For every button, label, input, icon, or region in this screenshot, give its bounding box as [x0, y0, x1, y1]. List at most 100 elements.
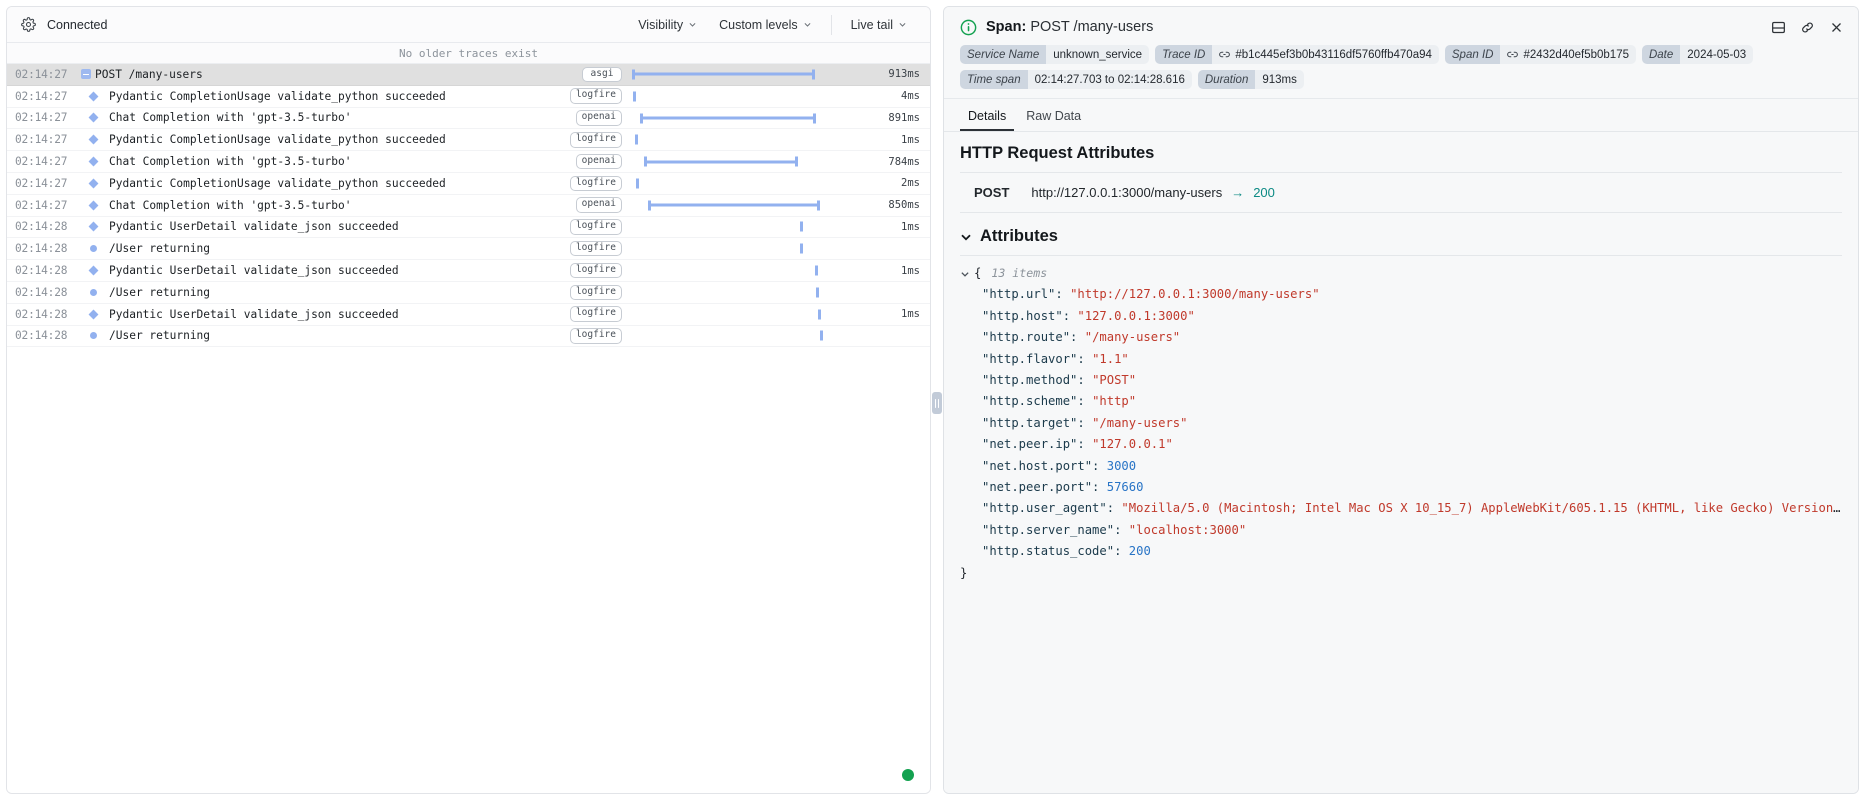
row-duration-label: 891ms — [888, 111, 920, 124]
row-source-badge[interactable]: logfire — [569, 306, 622, 322]
row-timestamp: 02:14:27 — [15, 133, 68, 147]
meta-chip-value[interactable]: #2432d40ef5b0b175 — [1500, 45, 1636, 64]
row-source-badge[interactable]: logfire — [569, 241, 622, 257]
row-duration-label: 784ms — [888, 155, 920, 168]
link-icon — [1219, 51, 1231, 58]
attributes-section-header[interactable]: Attributes — [960, 213, 1842, 255]
json-entry: "http.flavor": "1.1" — [960, 349, 1842, 370]
json-key: "http.scheme": — [982, 394, 1085, 409]
row-duration-label: 1ms — [901, 308, 920, 321]
json-value: 57660 — [1106, 480, 1144, 495]
row-duration-label: 1ms — [901, 133, 920, 146]
row-source-badge[interactable]: logfire — [569, 328, 622, 344]
close-icon[interactable] — [1829, 20, 1844, 35]
json-open-brace: { — [974, 266, 982, 280]
row-source-badge[interactable]: logfire — [569, 284, 622, 301]
chevron-down-icon — [689, 23, 696, 27]
row-timestamp: 02:14:27 — [15, 67, 68, 81]
json-key: "net.peer.port": — [982, 480, 1100, 495]
row-source-badge[interactable]: asgi — [582, 66, 622, 83]
json-value: "POST" — [1092, 373, 1137, 388]
attributes-divider — [960, 255, 1842, 256]
json-entry: "http.target": "/many-users" — [960, 413, 1842, 434]
meta-chip-value: unknown_service — [1046, 45, 1150, 64]
row-timestamp: 02:14:28 — [15, 307, 68, 321]
row-source-badge[interactable]: logfire — [569, 132, 622, 148]
row-source-badge[interactable]: openai — [575, 197, 622, 213]
json-value: "127.0.0.1" — [1092, 437, 1173, 452]
row-source-badge[interactable]: logfire — [569, 262, 622, 279]
detail-tabs[interactable]: Details Raw Data — [944, 99, 1858, 131]
panel-layout-icon[interactable] — [1771, 20, 1786, 35]
row-duration-label: 2ms — [901, 177, 920, 190]
gear-icon[interactable] — [21, 17, 36, 32]
json-root-open[interactable]: { 13 items — [960, 263, 1842, 284]
custom-levels-dropdown[interactable]: Custom levels — [708, 14, 823, 36]
meta-chip-key: Trace ID — [1155, 45, 1213, 64]
row-duration-label: 913ms — [888, 68, 920, 81]
json-value: "localhost:3000" — [1128, 522, 1247, 537]
no-older-traces-notice: No older traces exist — [7, 43, 930, 64]
json-entry: "net.peer.port": 57660 — [960, 477, 1842, 498]
collapse-toggle-icon[interactable] — [77, 69, 95, 80]
row-span-name: Chat Completion with 'gpt-3.5-turbo' — [109, 155, 352, 169]
attributes-title: Attributes — [980, 227, 1058, 245]
span-detail-header: Span: POST /many-users — [944, 7, 1858, 45]
row-duration-bar-track — [630, 216, 878, 237]
tab-details[interactable]: Details — [960, 106, 1015, 131]
json-key: "http.status_code": — [982, 544, 1122, 559]
row-duration-bar — [818, 309, 821, 320]
json-key: "http.method": — [982, 373, 1085, 388]
json-entries: "http.url": "http://127.0.0.1:3000/many-… — [960, 284, 1842, 562]
tab-raw-data[interactable]: Raw Data — [1026, 109, 1082, 123]
span-diamond-icon — [77, 265, 109, 276]
row-duration-bar — [820, 330, 823, 341]
row-source-badge[interactable]: openai — [575, 153, 622, 170]
json-key: "http.user_agent": — [982, 501, 1115, 516]
row-duration-bar-track — [630, 195, 878, 216]
row-source-badge[interactable]: logfire — [569, 175, 622, 192]
meta-chip-key: Duration — [1197, 70, 1256, 89]
row-span-name: Pydantic UserDetail validate_json succee… — [109, 264, 399, 278]
live-tail-dropdown[interactable]: Live tail — [840, 14, 918, 36]
row-duration-bar-track — [630, 64, 878, 85]
meta-chip-value: 913ms — [1255, 70, 1304, 89]
panel-splitter[interactable] — [931, 0, 943, 800]
detail-body: HTTP Request Attributes POST http://127.… — [944, 132, 1858, 793]
row-source-badge[interactable]: openai — [575, 110, 622, 126]
json-key: "net.host.port": — [982, 458, 1100, 473]
row-span-name: Chat Completion with 'gpt-3.5-turbo' — [109, 111, 352, 125]
meta-chip-text: 2024-05-03 — [1687, 48, 1747, 61]
row-source-badge[interactable]: logfire — [569, 219, 622, 235]
splitter-grip-handle[interactable] — [932, 392, 942, 414]
span-diamond-icon — [77, 134, 109, 145]
chevron-down-icon[interactable] — [960, 269, 970, 279]
chevron-down-icon[interactable] — [960, 231, 972, 243]
http-url[interactable]: http://127.0.0.1:3000/many-users — [1031, 185, 1223, 200]
row-duration-bar-track — [630, 238, 878, 259]
json-value: "127.0.0.1:3000" — [1077, 308, 1195, 323]
toolbar-divider — [830, 14, 832, 35]
chevron-down-icon — [804, 23, 811, 27]
meta-chip-value[interactable]: #b1c445ef3b0b43116df5760ffb470a94 — [1212, 45, 1439, 64]
span-diamond-icon — [77, 156, 109, 167]
link-icon[interactable] — [1800, 20, 1815, 35]
row-source-badge[interactable]: logfire — [569, 88, 622, 104]
visibility-dropdown[interactable]: Visibility — [627, 14, 708, 36]
json-value: "http" — [1092, 394, 1137, 409]
